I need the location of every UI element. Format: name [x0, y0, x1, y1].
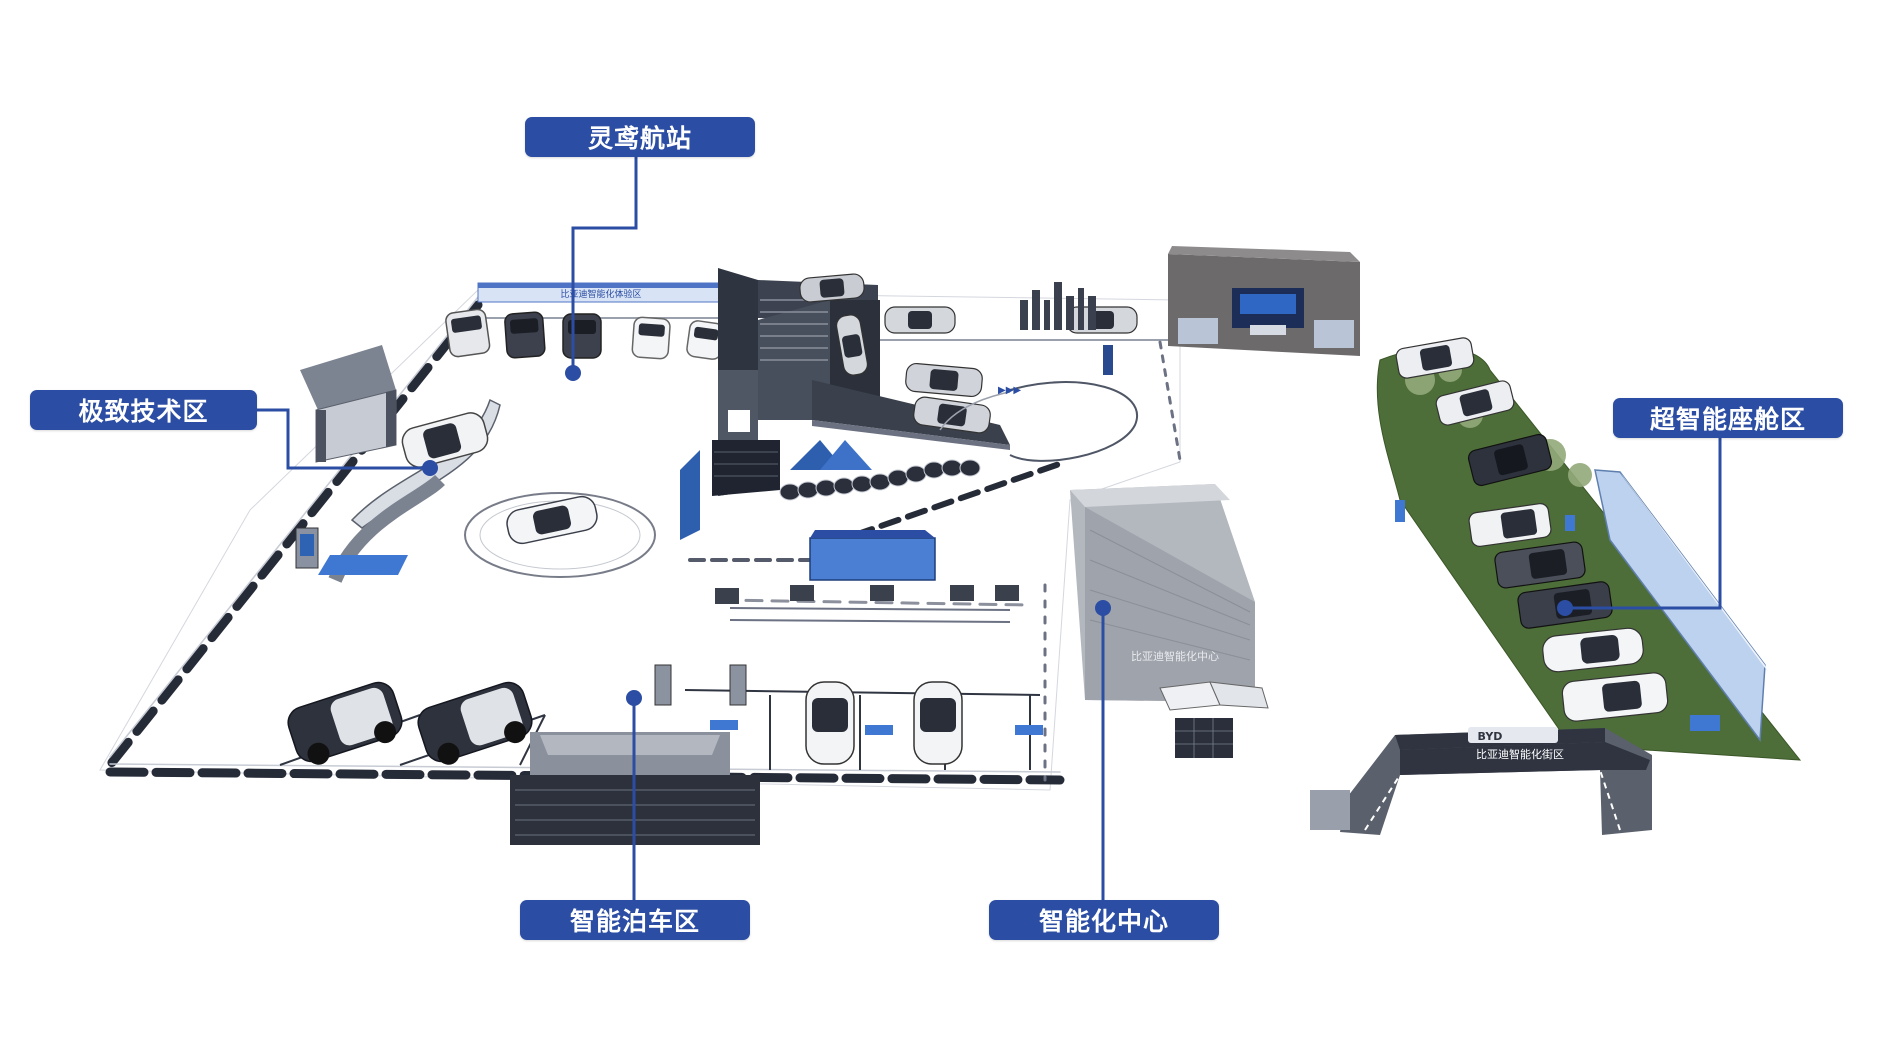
building-wall-text: 比亚迪智能化中心	[1131, 649, 1219, 663]
arch-brand-text: BYD	[1478, 730, 1503, 743]
display-turntable	[464, 492, 656, 578]
car	[805, 681, 855, 765]
smart-center-building: 比亚迪智能化中心	[1070, 484, 1269, 758]
car	[1066, 306, 1138, 334]
callout-lingyuan-station: 灵鸢航站	[525, 117, 755, 157]
main-plaza-floor	[99, 289, 1181, 791]
arch-title-text: 比亚迪智能化街区	[1476, 747, 1564, 761]
solar-panel	[1175, 718, 1233, 758]
callout-smart-cabin-zone: 超智能座舱区	[1613, 398, 1843, 438]
right-display-wall	[1594, 469, 1768, 743]
tire-wall	[779, 459, 981, 501]
top-banner-text: 比亚迪智能化体验区	[560, 288, 641, 300]
right-row-cars	[1395, 337, 1669, 722]
car	[562, 313, 602, 359]
car	[799, 273, 865, 303]
car	[1542, 627, 1644, 673]
car	[1494, 541, 1586, 589]
arch-gate: BYD 比亚迪智能化街区	[1310, 727, 1652, 835]
top-banner: 比亚迪智能化体验区	[477, 282, 726, 303]
leader-dots	[422, 365, 1573, 706]
car	[504, 311, 546, 359]
car	[1395, 337, 1475, 379]
blue-bollard	[1395, 500, 1720, 731]
skyline-decor	[1020, 282, 1096, 330]
car	[686, 320, 725, 360]
charger-posts	[654, 664, 747, 706]
car	[1435, 380, 1515, 426]
entry-screen	[809, 530, 936, 581]
car	[835, 314, 869, 376]
car	[913, 396, 991, 434]
car	[1561, 672, 1669, 722]
car	[884, 306, 956, 334]
blue-pyramid-sign	[790, 440, 872, 470]
entry-barriers	[715, 585, 1019, 604]
shop-building	[1168, 246, 1360, 356]
car	[401, 412, 489, 468]
lower-fence-line	[729, 607, 1011, 623]
car	[913, 681, 963, 765]
blue-kiosk	[295, 527, 408, 575]
blue-sign-panel	[680, 450, 700, 540]
car	[417, 681, 533, 765]
callout-smart-parking-zone: 智能泊车区	[520, 900, 750, 940]
left-pavilion	[300, 345, 397, 463]
car	[1468, 503, 1552, 547]
test-track: ▶▶▶	[939, 381, 1138, 462]
callout-extreme-tech-zone: 极致技术区	[30, 390, 257, 430]
sloped-ramp	[812, 362, 1010, 450]
white-umbrellas	[1159, 681, 1269, 711]
dark-stair-structure	[712, 440, 780, 496]
car	[1467, 433, 1553, 487]
car	[631, 316, 671, 360]
car	[506, 495, 598, 545]
car	[905, 362, 983, 398]
leader-lines	[237, 135, 1722, 900]
car	[445, 308, 491, 358]
parking-signs	[710, 720, 1043, 735]
callout-smart-center: 智能化中心	[989, 900, 1219, 940]
svg-text:▶▶▶: ▶▶▶	[998, 385, 1021, 396]
blue-pillar	[1103, 345, 1113, 375]
car	[287, 681, 403, 765]
